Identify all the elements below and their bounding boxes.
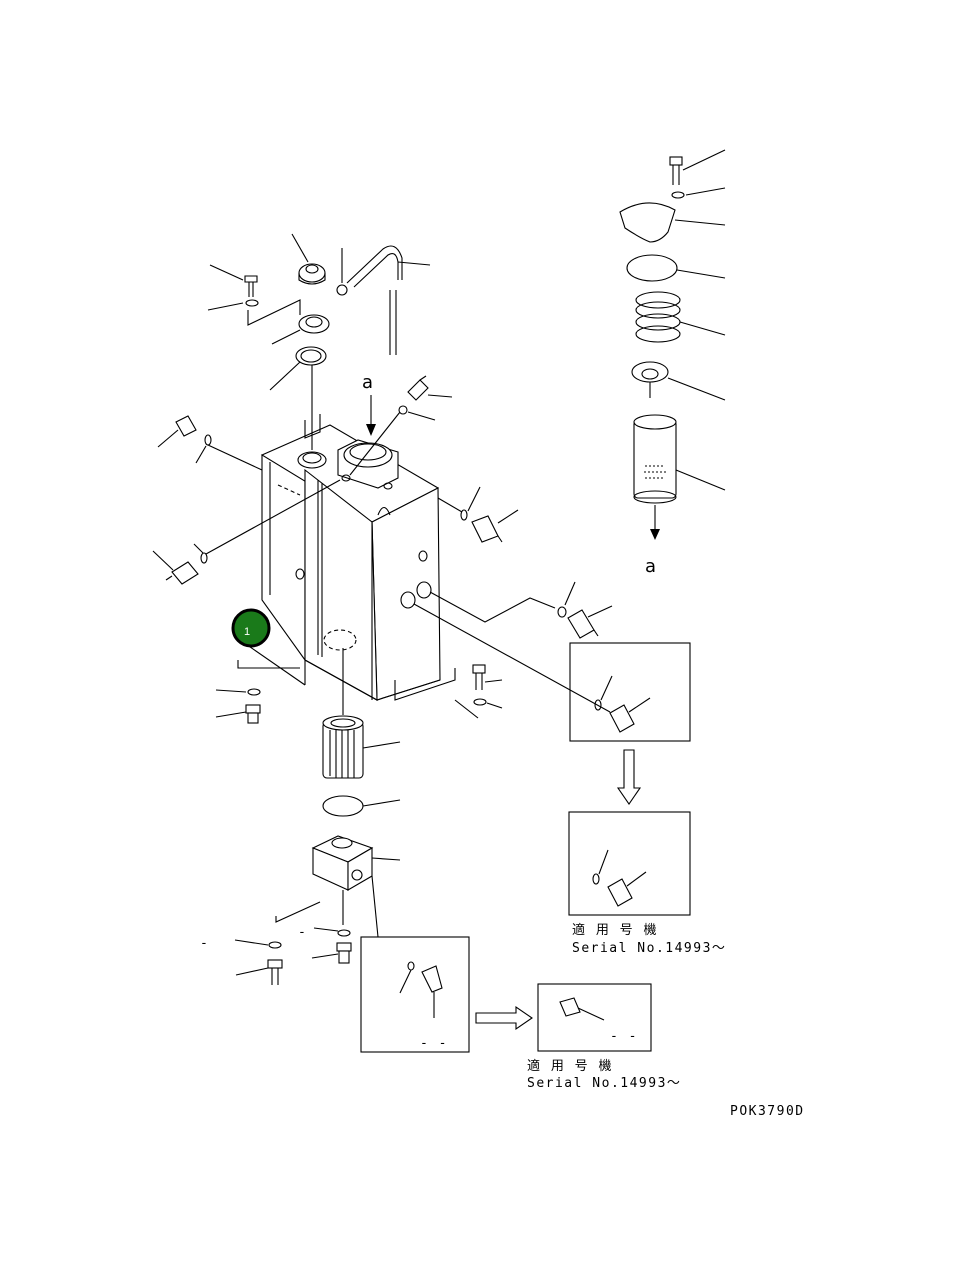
inset-box-mid-right — [568, 811, 691, 916]
inset-box-bottom-left — [360, 936, 470, 1053]
view-a-arrow-top — [366, 395, 376, 436]
mount-bolt-right — [454, 664, 503, 719]
view-a-label-bottom: a — [645, 556, 656, 577]
callout-badge-number: 1 — [244, 626, 250, 638]
dash-mark-1: - - — [420, 1036, 448, 1051]
inset-box-top-right — [569, 642, 691, 742]
drain-plug-left — [215, 639, 306, 724]
inset-2-title: 適 用 号 機 — [527, 1058, 613, 1074]
view-a-label-top: a — [362, 372, 373, 393]
breather-cap-assembly — [244, 263, 348, 450]
return-filter-stack — [619, 149, 726, 540]
inset-1-title: 適 用 号 機 — [572, 922, 658, 938]
suction-strainer — [322, 648, 401, 817]
sensor-right-lower — [413, 581, 613, 713]
valve-block — [234, 835, 401, 985]
plug-left-upper — [157, 415, 263, 471]
drawing-code: POK3790D — [730, 1104, 805, 1119]
sensor-left-lower — [152, 479, 341, 585]
hydraulic-tank — [260, 414, 456, 701]
transition-arrow-down — [616, 749, 642, 805]
inset-1-serial: Serial No.14993～ — [572, 941, 726, 956]
callout-badge-1[interactable]: 1 — [231, 608, 271, 648]
breather-hose — [346, 245, 403, 355]
leader-lines-top-left — [207, 233, 431, 391]
inset-box-bottom-right — [537, 983, 652, 1052]
sensor-top — [349, 375, 453, 476]
dash-mark-2: - - — [610, 1029, 638, 1044]
inset-2-serial: Serial No.14993～ — [527, 1076, 681, 1091]
dash-mark-3: - — [200, 936, 209, 951]
dash-mark-4: - — [298, 925, 307, 940]
transition-arrow-right — [475, 1005, 533, 1031]
sensor-right-mid — [437, 486, 519, 543]
